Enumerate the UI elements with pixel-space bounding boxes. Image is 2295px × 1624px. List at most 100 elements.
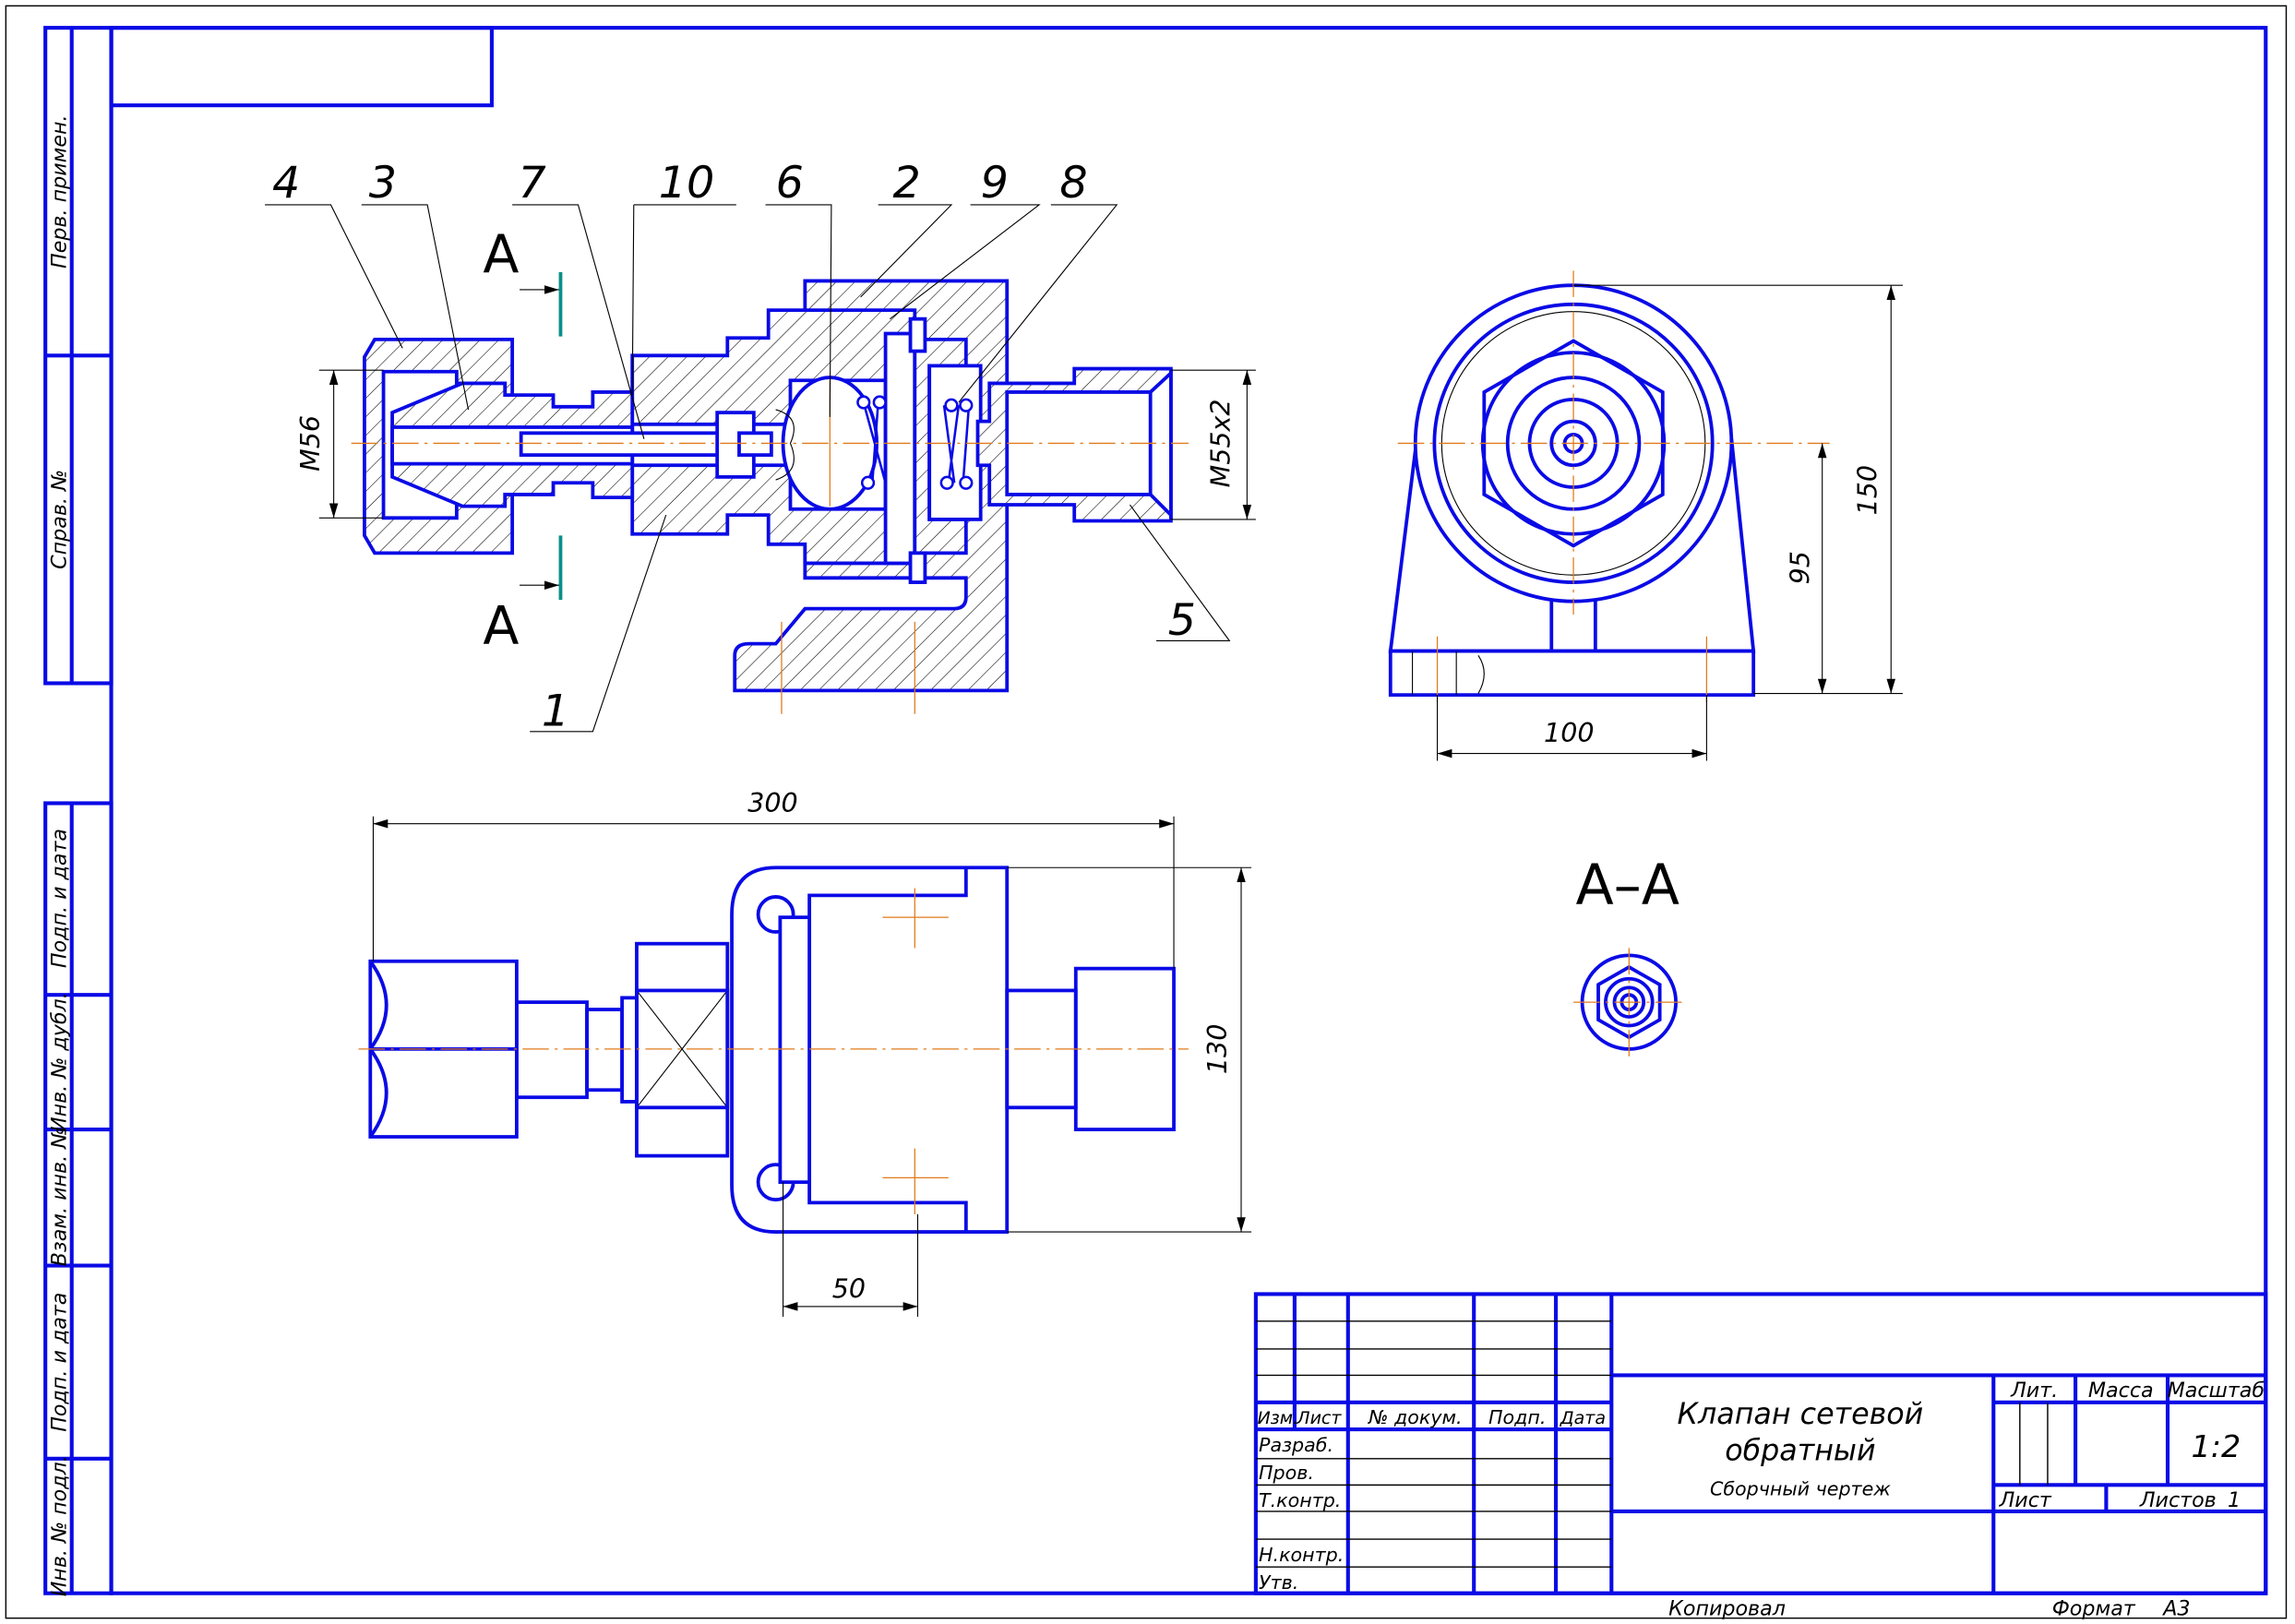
callout-7: 7 <box>518 158 545 209</box>
section-letter: А <box>483 596 519 657</box>
side-label: Подп. и дата <box>47 829 71 968</box>
side-view: 150 95 100 <box>1388 270 1903 761</box>
dimension-label-100: 100 <box>1544 718 1594 748</box>
scale-label: Масштаб <box>2168 1379 2265 1403</box>
base-breakout <box>1412 651 1485 696</box>
extension-lines <box>1007 866 1252 1233</box>
coil <box>856 395 871 410</box>
grid-thin <box>1255 1320 2049 1568</box>
side-label: Подп. и дата <box>47 1293 71 1432</box>
drawing-title-line1: Клапан сетевой <box>1677 1398 1923 1431</box>
dimension-label-50: 50 <box>832 1273 866 1304</box>
part-9-cap <box>883 331 917 566</box>
scale-value: 1:2 <box>2192 1428 2241 1464</box>
side-label: Инв. № подл. <box>47 1455 71 1596</box>
grid-verticals <box>1292 1294 1614 1594</box>
fitting-shoulder <box>620 996 639 1104</box>
dimension-label-m56: М56 <box>295 415 326 472</box>
coil <box>939 475 954 490</box>
callout-9: 9 <box>981 158 1009 209</box>
role-tech-control: Т.контр. <box>1259 1489 1341 1511</box>
extension-lines <box>783 1182 919 1318</box>
header-sign: Подп. <box>1488 1406 1546 1428</box>
main-frame <box>109 26 2268 1595</box>
leader <box>361 204 470 411</box>
side-label: Взам. инв. № <box>47 1128 71 1267</box>
role-approved: Утв. <box>1259 1571 1298 1594</box>
sheets-label: Листов <box>2139 1488 2217 1512</box>
role-developer: Разраб. <box>1259 1434 1333 1456</box>
mass-label: Масса <box>2088 1379 2154 1403</box>
ball-contact-line <box>775 409 795 481</box>
document-type: Сборчный чертеж <box>1710 1477 1891 1499</box>
flat-marker <box>636 990 728 1108</box>
base-web <box>1549 600 1597 651</box>
header-date: Дата <box>1560 1408 1606 1428</box>
role-norm-control: Н.контр. <box>1259 1544 1344 1566</box>
coil <box>944 398 959 412</box>
header-doc-no: № докум. <box>1368 1406 1463 1428</box>
dimension-label-300: 300 <box>747 788 797 818</box>
side-label: Справ. № <box>47 470 71 569</box>
section-view: А А 4 3 7 10 6 2 9 8 1 5 М56 <box>265 158 1256 736</box>
plan-view: 300 130 50 <box>358 788 1252 1318</box>
leader <box>765 204 832 417</box>
stem-tip <box>737 431 773 458</box>
dimension-label-m55x2: М55х2 <box>1205 399 1236 487</box>
dimension-label-150: 150 <box>1852 465 1883 515</box>
hole-centermarks <box>882 888 949 1215</box>
sheet-label: Лист <box>1999 1488 2052 1512</box>
leader <box>631 204 736 396</box>
top-left-box <box>109 26 494 108</box>
section-letter: А <box>483 224 519 285</box>
sheets-value: 1 <box>2228 1488 2241 1512</box>
callout-2: 2 <box>893 158 921 209</box>
grid-thick <box>1255 1373 2266 1594</box>
coil <box>872 395 887 410</box>
extension-lines <box>372 816 1175 969</box>
callout-3: 3 <box>369 158 397 209</box>
housing-flange <box>778 915 812 1185</box>
lit-label: Лит. <box>2010 1379 2058 1403</box>
title-block-border <box>1253 1292 2268 1595</box>
spring-9 <box>862 401 887 484</box>
coil <box>959 398 974 412</box>
format-value: А3 <box>2161 1596 2190 1620</box>
callout-6: 6 <box>776 158 804 209</box>
housing-top <box>730 866 1010 1234</box>
side-strip: Перв. примен. Справ. № Подп. и дата Инв.… <box>43 26 114 1596</box>
leader <box>512 204 645 439</box>
callouts: 4 3 7 10 6 2 9 8 1 5 <box>265 158 1231 736</box>
callout-8: 8 <box>1059 158 1087 209</box>
hex-nut <box>1482 339 1665 548</box>
base-plate <box>1388 649 1756 698</box>
fitting-collar <box>585 1008 624 1093</box>
dimension-label-130: 130 <box>1202 1024 1233 1074</box>
coil <box>959 475 974 490</box>
leader <box>890 204 1041 320</box>
drawing-title-line2: обратный <box>1725 1434 1875 1467</box>
callout-5: 5 <box>1168 595 1196 646</box>
role-checker: Пров. <box>1259 1462 1314 1484</box>
header-izm: Изм. <box>1257 1408 1298 1428</box>
side-label: Перв. примен. <box>47 114 71 269</box>
leader <box>1130 504 1231 642</box>
pin-bottom <box>908 551 927 584</box>
leader <box>530 514 667 733</box>
leader <box>860 204 953 298</box>
part-7-stem <box>519 431 746 458</box>
extension-lines <box>1170 369 1256 520</box>
extension-lines <box>1573 284 1903 695</box>
fitting-top <box>514 1000 589 1100</box>
copied-label: Копировал <box>1668 1596 1786 1620</box>
outer-trim-border <box>5 5 2288 1619</box>
side-label: Инв. № дубл. <box>47 992 71 1132</box>
spring-chamber <box>927 364 983 521</box>
pin-top <box>908 316 927 353</box>
section-aa: А–А <box>1573 854 1685 1057</box>
title-block: Изм. Лист № докум. Подп. Дата Разраб. Пр… <box>1253 1292 2268 1620</box>
header-list: Лист <box>1296 1408 1342 1428</box>
format-label: Формат <box>2052 1596 2136 1620</box>
callout-1: 1 <box>542 686 569 736</box>
